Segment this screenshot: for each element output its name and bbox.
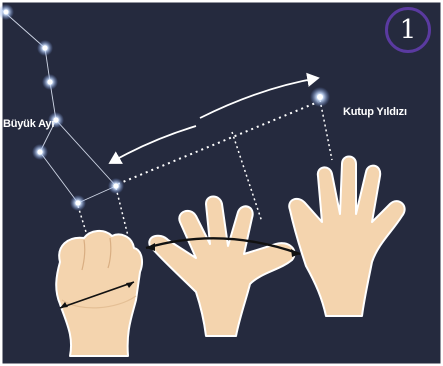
north-star-icon bbox=[310, 87, 330, 107]
north-star-label: Kutup Yıldızı bbox=[343, 106, 407, 118]
star-icon bbox=[42, 74, 58, 90]
star-icon bbox=[37, 40, 53, 56]
star-icon bbox=[108, 178, 124, 194]
big-dipper-label: Büyük Ayı bbox=[3, 118, 54, 130]
panel-number-badge: 1 bbox=[385, 7, 431, 53]
star-icon bbox=[70, 195, 86, 211]
star-icon bbox=[32, 144, 48, 160]
